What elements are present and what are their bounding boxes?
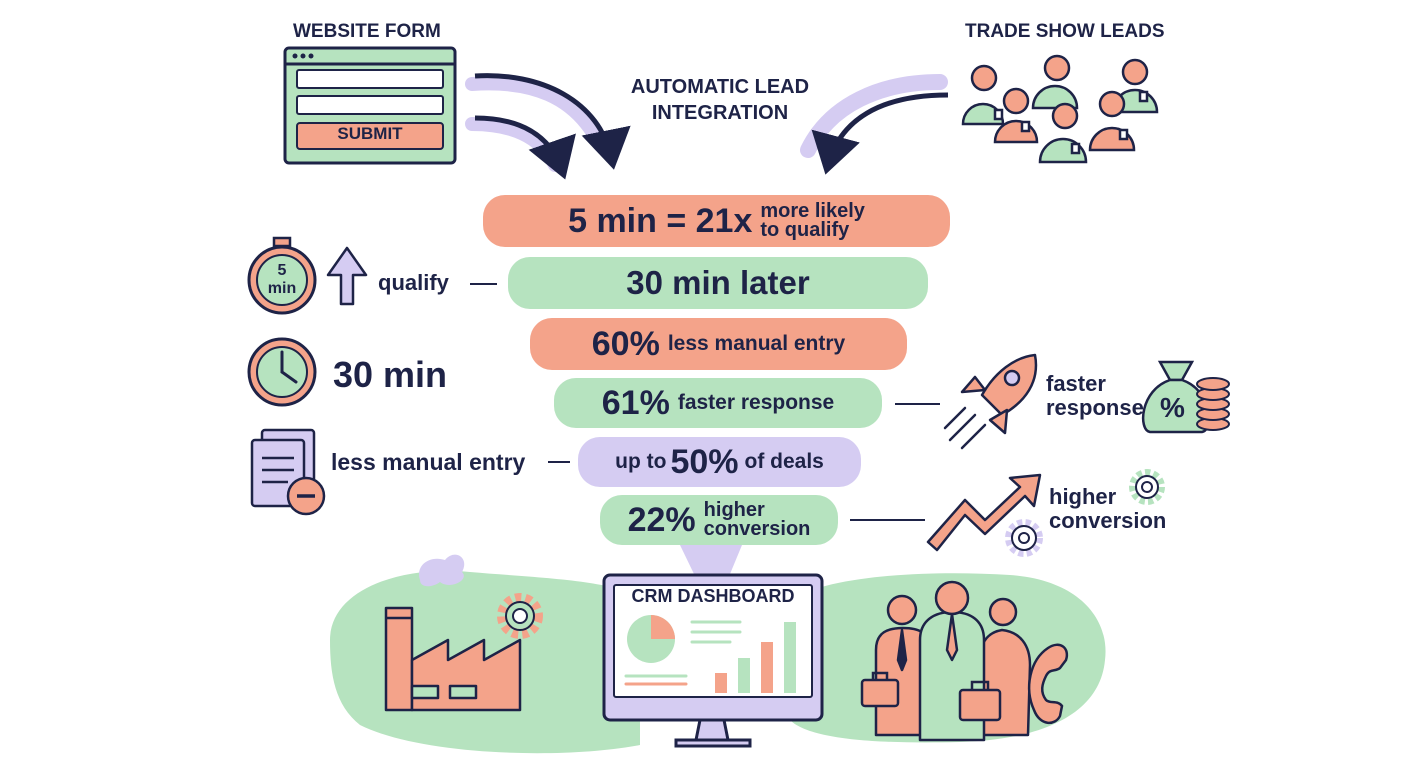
bar-chart-icon bbox=[715, 622, 796, 693]
integration-title-line1: AUTOMATIC LEAD bbox=[630, 76, 810, 98]
integration-title-line2: INTEGRATION bbox=[651, 102, 789, 124]
curved-arrow-icon bbox=[465, 117, 562, 172]
crm-dashboard-title: CRM DASHBOARD bbox=[631, 586, 795, 606]
tier3-big-text: 60% bbox=[591, 324, 660, 363]
pie-chart-icon bbox=[627, 615, 675, 663]
trade-show-title: TRADE SHOW LEADS bbox=[965, 21, 1165, 42]
tier6-small-line1: higher bbox=[703, 499, 765, 521]
funnel-tier-6: 22% higher conversion bbox=[600, 495, 838, 545]
briefcase-icon bbox=[958, 680, 1002, 722]
stopwatch-line1: 5 bbox=[277, 262, 287, 279]
funnel-tier-5: up to 50% of deals bbox=[578, 437, 861, 487]
tier4-small-text: faster response bbox=[677, 391, 835, 414]
up-arrow-icon bbox=[326, 246, 368, 306]
coin-stack-icon bbox=[1196, 377, 1230, 431]
curved-arrow-icon bbox=[474, 115, 576, 180]
tier3-small-text: less manual entry bbox=[667, 332, 846, 355]
business-people-icon bbox=[874, 580, 1032, 742]
tier1-big-text: 5 min = 21x bbox=[568, 201, 753, 240]
tier5-big-text: 50% bbox=[670, 442, 739, 481]
briefcase-icon bbox=[860, 671, 900, 708]
higher-line1: higher bbox=[1049, 484, 1117, 509]
tier1-small-line2: to qualify bbox=[760, 219, 850, 241]
faster-line1: faster bbox=[1046, 371, 1106, 396]
trend-arrow-icon bbox=[926, 473, 1042, 552]
tier6-big-text: 22% bbox=[627, 500, 696, 539]
website-form-title: WEBSITE FORM bbox=[293, 21, 441, 42]
gear-icon bbox=[1129, 469, 1165, 505]
tier1-small-line1: more likely bbox=[760, 200, 865, 222]
clock-icon bbox=[247, 337, 317, 407]
qualify-label: qualify bbox=[378, 270, 449, 295]
integration-title: AUTOMATIC LEAD INTEGRATION bbox=[610, 74, 830, 126]
higher-line2: conversion bbox=[1049, 508, 1167, 533]
factory-icon bbox=[384, 554, 522, 712]
tier4-big-text: 61% bbox=[601, 383, 670, 422]
funnel-tier-3: 60% less manual entry bbox=[530, 318, 907, 370]
submit-button[interactable]: SUBMIT bbox=[337, 124, 403, 143]
browser-form-icon bbox=[283, 46, 457, 165]
tier1-small-text: more likely to qualify bbox=[760, 200, 865, 241]
people-group-icon bbox=[961, 54, 1159, 164]
legend-lines bbox=[624, 620, 742, 686]
manual-entry-label: less manual entry bbox=[331, 449, 526, 475]
gear-icon bbox=[497, 593, 543, 639]
phone-icon bbox=[1027, 643, 1069, 724]
curved-arrow-icon bbox=[811, 92, 949, 175]
tier6-small-line2: conversion bbox=[703, 518, 811, 540]
stopwatch-icon bbox=[247, 236, 317, 315]
rocket-icon bbox=[943, 353, 1038, 450]
funnel-stem bbox=[680, 545, 742, 574]
tier5-pre-text: up to bbox=[615, 450, 667, 473]
faster-response-label: faster response bbox=[1046, 372, 1144, 420]
funnel-tier-2: 30 min later bbox=[508, 257, 928, 309]
curved-arrow-icon bbox=[474, 73, 631, 170]
percent-symbol: % bbox=[1160, 392, 1185, 423]
stopwatch-line2: min bbox=[267, 280, 297, 297]
documents-minus-icon bbox=[250, 428, 326, 516]
funnel-tier-4: 61% faster response bbox=[554, 378, 882, 428]
higher-conversion-label: higher conversion bbox=[1049, 485, 1166, 533]
tier5-post-text: of deals bbox=[744, 450, 824, 473]
gear-icon bbox=[1005, 519, 1043, 557]
clock-label: 30 min bbox=[333, 354, 448, 395]
funnel-tier-1: 5 min = 21x more likely to qualify bbox=[483, 195, 950, 247]
faster-line2: response bbox=[1046, 395, 1144, 420]
tier6-small-text: higher conversion bbox=[703, 499, 811, 540]
stopwatch-text: 5 min bbox=[262, 262, 302, 298]
